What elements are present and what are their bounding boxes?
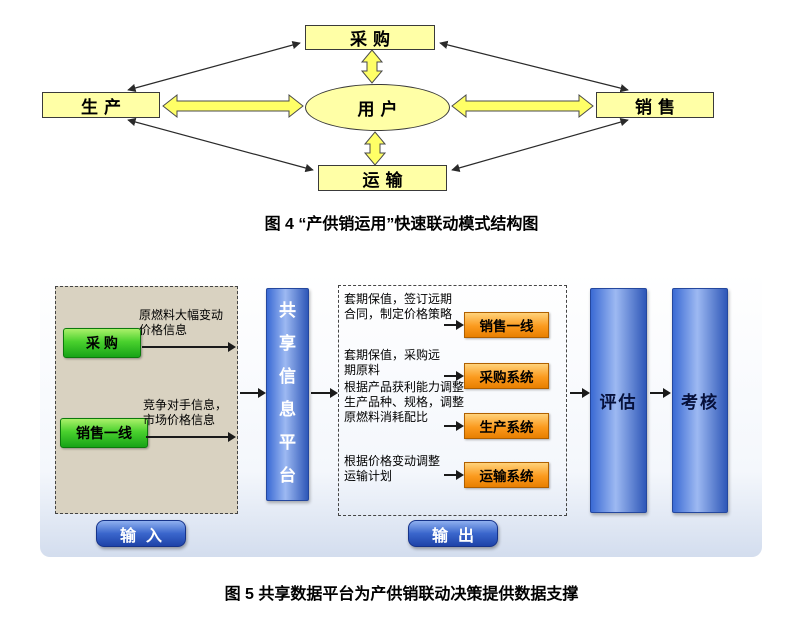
assessment-column: 考核: [672, 288, 728, 513]
output-pill-label: 输出: [408, 520, 498, 547]
assessment-label: 考核: [681, 393, 719, 412]
output-note-production: 根据产品获利能力调整生产品种、规格，调整原燃料消耗配比: [344, 380, 465, 424]
input-panel: [55, 286, 238, 514]
block-arrow-top: [360, 49, 384, 84]
evaluation-label: 评估: [599, 393, 638, 412]
fig4-connector-arrows: [127, 40, 629, 173]
output-note-transport: 根据价格变动调整运输计划: [344, 454, 441, 483]
input-note-competitor-market: 竞争对手信息，市场价格信息: [143, 398, 228, 427]
figure-4-caption: 图 4 “产供销运用”快速联动模式结构图: [264, 216, 539, 233]
block-arrow-bottom: [363, 131, 387, 166]
arrow-eval-to-assess: [650, 388, 671, 398]
fig4-node-user: 用户: [305, 84, 450, 131]
input-pill-label: 输入: [96, 520, 186, 547]
input-arrow-1: [142, 342, 236, 352]
line-production-transport: [127, 117, 314, 173]
arrow-input-to-platform: [240, 388, 266, 398]
fig4-node-transport: 运输: [318, 165, 447, 191]
input-box-sales-frontline: 销售一线: [60, 418, 148, 448]
arrow-output-to-eval: [570, 388, 590, 398]
line-production-procurement: [127, 40, 301, 93]
shared-platform-column: 共享信息平台: [266, 288, 309, 501]
fig4-node-sales: 销售: [596, 92, 714, 118]
figure-5-diagram: 采 购 销售一线 原燃料大幅变动价格信息 竞争对手信息，市场价格信息 共享信息平…: [40, 272, 762, 557]
output-box-transport-system: 运输系统: [464, 462, 549, 488]
input-note-raw-material-price: 原燃料大幅变动价格信息: [139, 308, 224, 337]
output-panel: [338, 285, 567, 516]
output-box-procurement-system: 采购系统: [464, 363, 549, 389]
fig4-node-production: 生产: [42, 92, 160, 118]
figure-4-diagram: 采购 生产 用户 销售 运输: [0, 0, 803, 205]
output-note-procurement: 套期保值，采购远期原料: [344, 348, 441, 377]
block-arrow-right: [451, 93, 594, 119]
output-arrow-1: [444, 320, 464, 330]
evaluation-column: 评估: [590, 288, 647, 513]
output-box-production-system: 生产系统: [464, 413, 549, 439]
output-box-sales-frontline: 销售一线: [464, 312, 549, 338]
fig4-node-procurement: 采购: [305, 25, 435, 50]
block-arrow-left: [162, 93, 304, 119]
figure-5-caption: 图 5 共享数据平台为产供销联动决策提供数据支撑: [224, 586, 579, 603]
shared-platform-label: 共享信息平台: [279, 301, 296, 485]
output-arrow-3: [444, 421, 464, 431]
output-arrow-2: [444, 371, 464, 381]
line-procurement-sales: [439, 40, 629, 93]
output-note-sales: 套期保值，签订远期合同，制定价格策略: [344, 292, 453, 321]
output-arrow-4: [444, 470, 464, 480]
line-transport-sales: [451, 118, 629, 172]
input-box-procurement: 采 购: [63, 328, 141, 358]
input-arrow-2: [146, 432, 236, 442]
arrow-platform-to-output: [311, 388, 338, 398]
